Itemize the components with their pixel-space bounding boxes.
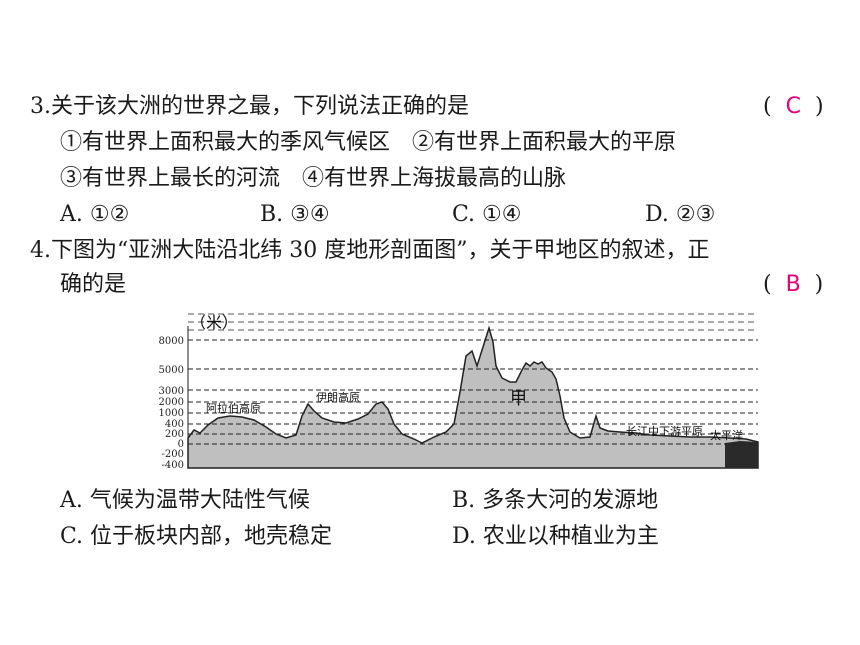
y-tick-label: 5000	[159, 365, 184, 376]
y-tick-label: 2000	[159, 397, 184, 408]
label-pacific: 太平洋	[710, 428, 743, 442]
q3-stem: 3.关于该大洲的世界之最，下列说法正确的是	[30, 94, 469, 119]
y-tick-label: 3000	[159, 386, 184, 397]
q4-stem-2: 确的是	[60, 272, 127, 297]
land-profile	[187, 325, 759, 469]
q3-option-a: A. ①②	[60, 202, 130, 227]
q3-statements-2: ③有世界上最长的河流 ④有世界上海拔最高的山脉	[60, 166, 567, 191]
q4-answer-bracket: ( B )	[763, 272, 824, 297]
label-jia: 甲	[510, 389, 527, 409]
q4-option-c: C. 位于板块内部，地壳稳定	[60, 524, 333, 549]
y-tick-label: 8000	[159, 336, 184, 347]
unit-label: （米）	[190, 313, 238, 332]
terrain-profile-figure: （米） 8000 5000 3000 2000 1000 400 200 0 -…	[159, 313, 759, 471]
q3-statements-1: ①有世界上面积最大的季风气候区 ②有世界上面积最大的平原	[60, 130, 677, 155]
elevation-lines	[188, 339, 758, 445]
q4-answer: B	[785, 272, 801, 297]
q4-option-b: B. 多条大河的发源地	[452, 488, 659, 513]
q3-answer-bracket: ( C )	[763, 94, 824, 119]
q4-option-d: D. 农业以种植业为主	[452, 524, 659, 549]
q3-option-d: D. ②③	[645, 202, 716, 227]
pacific-ocean	[725, 441, 758, 468]
y-tick-label: -400	[162, 460, 184, 471]
y-tick-label: -200	[162, 449, 184, 460]
q3-answer: C	[785, 94, 801, 119]
label-arabian-plateau: 阿拉伯高原	[206, 401, 261, 415]
y-tick-label: 1000	[159, 408, 184, 419]
y-tick-label: 400	[165, 419, 184, 430]
q4-option-a: A. 气候为温带大陆性气候	[60, 488, 310, 513]
q3-option-c: C. ①④	[452, 202, 522, 227]
label-yangtze-plain: 长江中下游平原	[626, 425, 703, 438]
y-tick-label: 200	[165, 429, 184, 440]
label-iranian-plateau: 伊朗高原	[316, 390, 360, 404]
q3-option-b: B. ③④	[260, 202, 330, 227]
y-tick-label: 0	[178, 439, 184, 450]
q4-stem-1: 4.下图为“亚洲大陆沿北纬 30 度地形剖面图”，关于甲地区的叙述，正	[30, 238, 710, 263]
